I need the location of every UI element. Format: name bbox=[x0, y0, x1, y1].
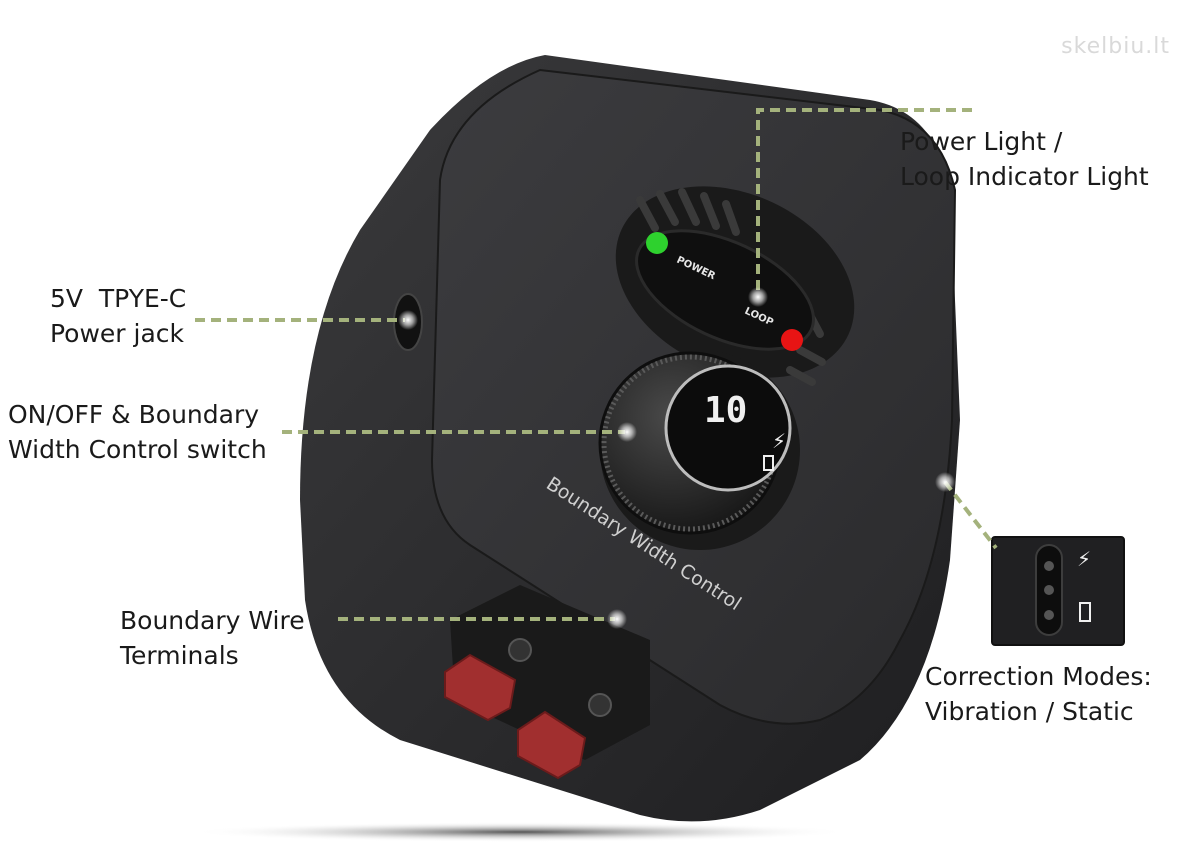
anchor-onoff-switch bbox=[617, 422, 637, 442]
bolt-icon: ⚡ bbox=[772, 429, 786, 453]
knob-display bbox=[664, 364, 792, 492]
terminal-screw-2 bbox=[588, 693, 612, 717]
watermark-text: skelbiu.lt bbox=[1061, 34, 1170, 59]
loop-led bbox=[781, 329, 803, 351]
mode-switch-dot-2 bbox=[1044, 585, 1054, 595]
vibration-icon bbox=[1079, 602, 1091, 622]
callout-power-jack: 5V TPYE-C Power jack bbox=[50, 281, 186, 351]
callout-onoff-switch-line2: Width Control switch bbox=[8, 435, 267, 464]
callout-power-light-line1: Power Light / bbox=[900, 127, 1063, 156]
leader-correction-modes bbox=[943, 480, 998, 550]
terminal-plug-1 bbox=[444, 653, 517, 722]
static-shock-icon: ⚡ bbox=[1077, 547, 1091, 571]
callout-power-light: Power Light / Loop Indicator Light bbox=[900, 124, 1149, 194]
terminal-plug-2 bbox=[517, 710, 587, 780]
callout-power-jack-line2: Power jack bbox=[50, 319, 185, 348]
floor-shadow bbox=[190, 822, 850, 842]
callout-correction-modes: Correction Modes: Vibration / Static bbox=[925, 659, 1152, 729]
leader-lines bbox=[195, 108, 998, 621]
callout-power-jack-line1: 5V TPYE-C bbox=[50, 284, 187, 313]
callout-onoff-switch-line1: ON/OFF & Boundary bbox=[8, 400, 260, 429]
leader-power-light bbox=[756, 108, 972, 296]
mode-switch-dot-3 bbox=[1044, 610, 1054, 620]
vibrate-icon bbox=[763, 455, 774, 471]
callout-boundary-wire-line2: Terminals bbox=[120, 641, 239, 670]
callout-boundary-wire-line1: Boundary Wire bbox=[120, 606, 305, 635]
terminal-screw-1 bbox=[508, 638, 532, 662]
anchor-power-jack bbox=[398, 310, 418, 330]
callout-correction-modes-line2: Vibration / Static bbox=[925, 697, 1134, 726]
led-panel bbox=[635, 229, 815, 351]
callout-boundary-wire: Boundary Wire Terminals bbox=[120, 603, 305, 673]
anchor-correction-modes bbox=[935, 472, 955, 492]
callout-correction-modes-line1: Correction Modes: bbox=[925, 662, 1152, 691]
anchor-boundary-wire bbox=[607, 609, 627, 629]
mode-switch-dot-1 bbox=[1044, 561, 1054, 571]
anchor-power-light bbox=[748, 287, 768, 307]
callout-power-light-line2: Loop Indicator Light bbox=[900, 162, 1149, 191]
callout-onoff-switch: ON/OFF & Boundary Width Control switch bbox=[8, 397, 267, 467]
power-led bbox=[646, 232, 668, 254]
knob-display-value: 10 bbox=[704, 390, 747, 431]
